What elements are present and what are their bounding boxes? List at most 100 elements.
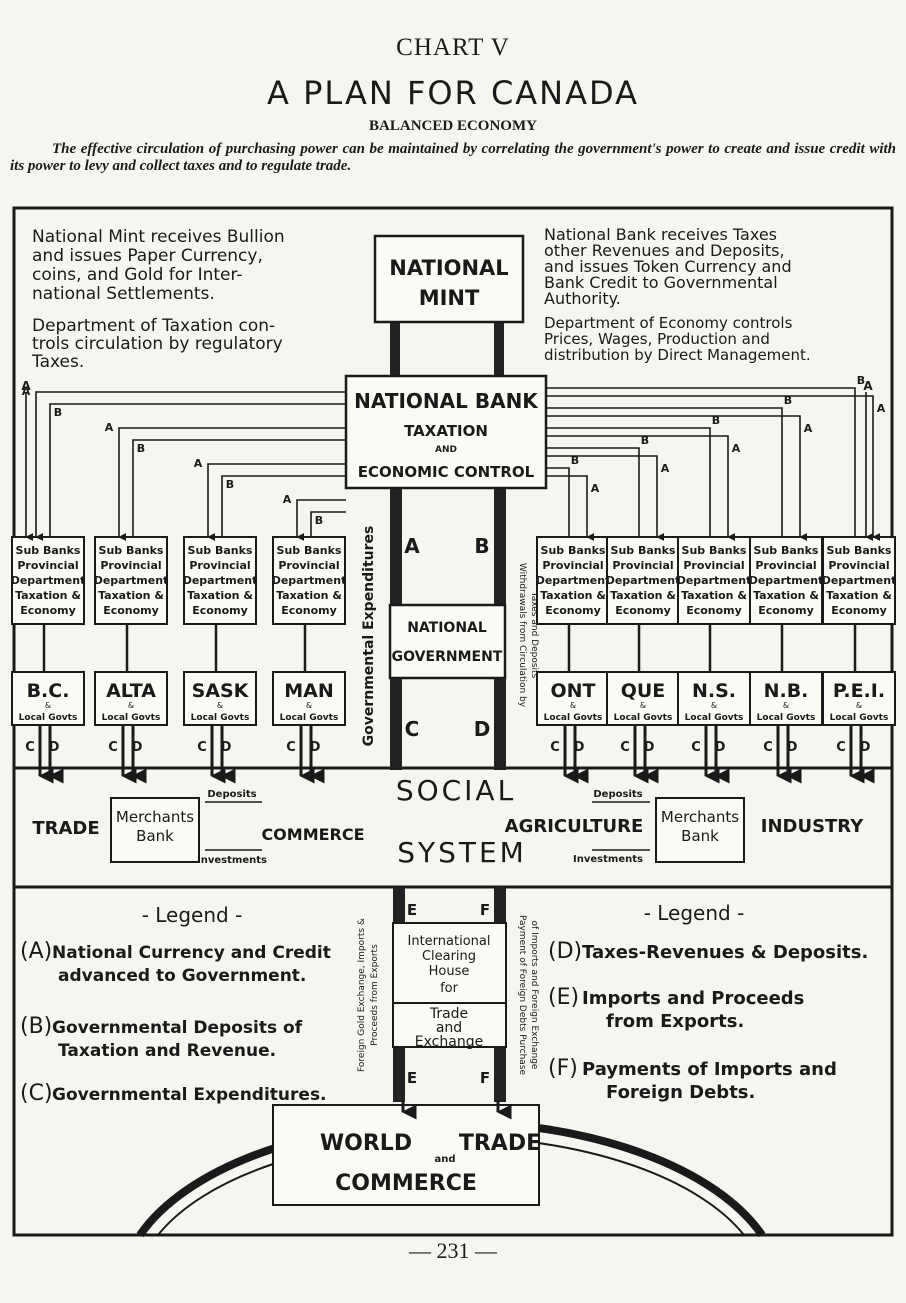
flow-letter-a: A [863, 379, 873, 393]
social-label: SOCIAL [396, 774, 516, 807]
national-mint-label: NATIONAL [389, 256, 508, 280]
investments-label: Investments [197, 855, 267, 866]
merchants-bank-right-box [655, 797, 745, 863]
legend-text: Governmental Expenditures. [52, 1085, 327, 1105]
local-govts-label: & [570, 701, 576, 710]
flow-line-b [546, 447, 640, 537]
flow-letter-e: E [407, 901, 417, 919]
flow-letter-c: C [763, 740, 773, 755]
national-bank-box [344, 374, 548, 490]
legend-key: (E) [548, 985, 579, 1010]
sub-bank-label: Taxation & [826, 589, 892, 602]
flow-line-b [546, 467, 570, 537]
province-box [272, 671, 346, 726]
sub-bank-label: Economy [103, 604, 159, 617]
exchange-box [392, 1002, 507, 1048]
withdrawals-vertical-label: Withdrawals from Circulation by [517, 563, 527, 708]
sub-bank-label: Provincial [755, 559, 816, 572]
bank-note-text: other Revenues and Deposits, [544, 241, 785, 260]
taxation-note-text: Department of Taxation con- [32, 316, 275, 336]
flow-letter-d: D [221, 740, 232, 755]
world-trade-label: and [434, 1154, 455, 1165]
flow-letter-b: B [784, 394, 792, 407]
flow-letter-b: B [712, 414, 720, 427]
sub-bank-box [606, 536, 680, 625]
sub-bank-label: Taxation & [187, 589, 253, 602]
province-name: B.C. [27, 680, 70, 702]
legend-key: (B) [20, 1014, 52, 1039]
national-bank-label: AND [435, 445, 457, 455]
sub-bank-label: Economy [615, 604, 671, 617]
sub-bank-label: Provincial [189, 559, 250, 572]
flow-letter-c: C [108, 740, 118, 755]
clearing-house-label: Clearing [422, 949, 476, 964]
local-govts-label: Local Govts [191, 713, 250, 723]
sub-bank-box [749, 536, 823, 625]
bank-note-text: Bank Credit to Governmental [544, 273, 778, 292]
legend-text: Taxation and Revenue. [58, 1041, 276, 1061]
sub-bank-box [536, 536, 610, 625]
mint-note-text: and issues Paper Currency, [32, 246, 263, 266]
sub-bank-label: Sub Banks [827, 544, 892, 557]
world-trade-label: TRADE [459, 1131, 541, 1156]
flow-letter-b: B [641, 434, 649, 447]
flow-line-a [546, 435, 736, 541]
province-box [749, 671, 823, 726]
local-govts-label: & [217, 701, 223, 710]
legend-title: - Legend - [142, 903, 243, 927]
province-name: ONT [550, 680, 595, 702]
merchants-bank-label: Bank [681, 827, 719, 845]
merchants-bank-label: Merchants [661, 808, 739, 826]
flow-letter-a: A [21, 379, 31, 393]
legend-text: advanced to Government. [58, 966, 306, 986]
flow-letter-a: A [22, 385, 31, 398]
trade-label: TRADE [32, 818, 99, 839]
sub-bank-label: Sub Banks [541, 544, 606, 557]
flow-letter-d: D [310, 740, 321, 755]
flow-letter-b: B [54, 406, 62, 419]
clearing-house-label: International [408, 934, 491, 949]
sub-bank-label: Provincial [278, 559, 339, 572]
sub-bank-label: Taxation & [98, 589, 164, 602]
taxation-note-text: trols circulation by regulatory [32, 334, 283, 354]
province-box [183, 671, 257, 726]
province-box [822, 671, 896, 726]
flow-letter-d: D [860, 740, 871, 755]
mint-note-text: National Mint receives Bullion [32, 227, 285, 247]
sub-bank-label: Sub Banks [188, 544, 253, 557]
sub-bank-label: Taxation & [753, 589, 819, 602]
merchants-bank-left-box [110, 797, 200, 863]
local-govts-label: Local Govts [830, 713, 889, 723]
national-government-box [388, 603, 507, 680]
exchange-label: Trade [429, 1006, 468, 1022]
sub-bank-label: Provincial [100, 559, 161, 572]
flow-letter-c: C [836, 740, 846, 755]
legend-text: from Exports. [606, 1011, 744, 1032]
sub-bank-label: Sub Banks [99, 544, 164, 557]
legend-text: Imports and Proceeds [582, 988, 804, 1009]
local-govts-label: & [711, 701, 717, 710]
flow-letter-c: C [286, 740, 296, 755]
sub-bank-label: Sub Banks [754, 544, 819, 557]
mint-note-text: national Settlements. [32, 284, 215, 304]
legend-key: (F) [548, 1056, 578, 1081]
flow-line-b [546, 387, 856, 537]
investments-label: Investments [573, 854, 643, 865]
sub-bank-label: Sub Banks [277, 544, 342, 557]
sub-bank-label: Economy [192, 604, 248, 617]
local-govts-label: & [45, 701, 51, 710]
bank-note-text: Authority. [544, 289, 621, 308]
sub-bank-label: Department [272, 574, 347, 587]
world-trade-label: COMMERCE [335, 1171, 477, 1196]
flow-letter-a: A [105, 421, 114, 434]
flow-letter-b: B [226, 478, 234, 491]
deposits-label: Deposits [207, 789, 256, 800]
sub-bank-label: Economy [281, 604, 337, 617]
local-govts-label: Local Govts [757, 713, 816, 723]
page-title: A PLAN FOR CANADA [267, 74, 639, 112]
economy-note-text: Department of Economy controls [544, 314, 793, 332]
province-name: MAN [284, 680, 334, 702]
clearing-house-box [392, 922, 507, 1004]
legend-key: (A) [20, 939, 52, 964]
flow-letter-a: A [591, 482, 600, 495]
